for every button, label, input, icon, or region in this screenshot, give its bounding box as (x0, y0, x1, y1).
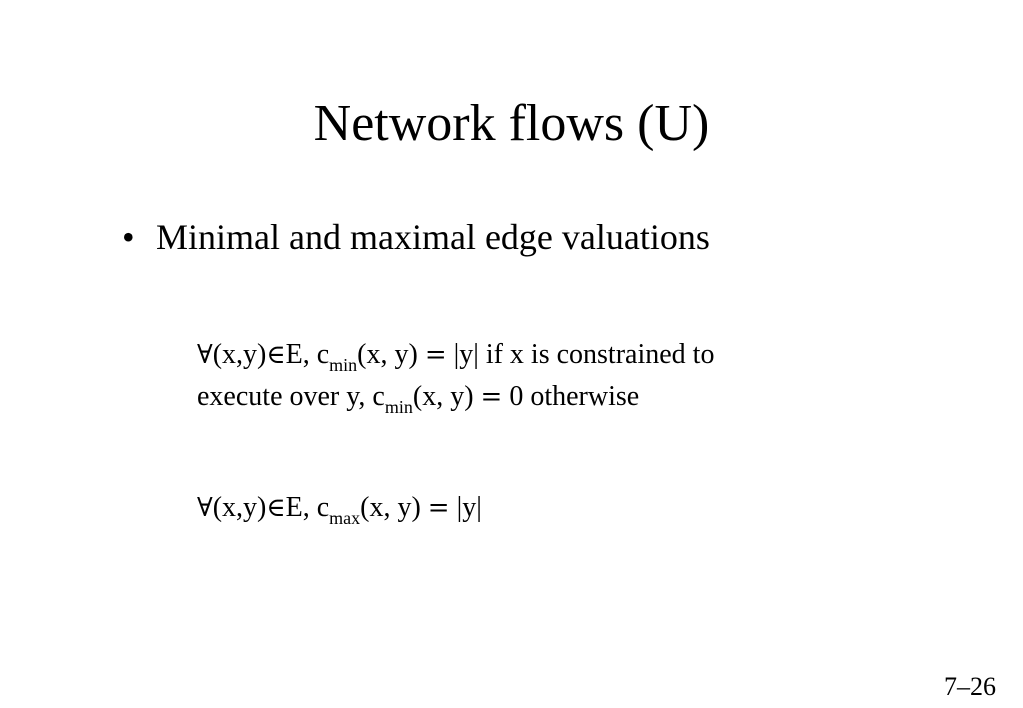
formula-min-line-2: execute over y, cmin(x, y) = 0 otherwise (197, 376, 714, 418)
formula-min-valuation: ∀(x,y)∈E, cmin(x, y) = |y| if x is const… (197, 334, 714, 418)
formula-line2-rest: 0 otherwise (502, 381, 640, 412)
formula-set: E, c (285, 339, 330, 370)
equals-symbol: = (427, 493, 450, 523)
formula-line2-prefix: execute over y, c (197, 381, 385, 412)
slide-title: Network flows (U) (313, 95, 710, 152)
formula-args: (x, y) (357, 339, 425, 370)
bullet-marker: • (122, 217, 135, 257)
formula-rest: |y| if x is constrained to (446, 339, 715, 370)
forall-symbol: ∀ (197, 340, 213, 370)
equals-symbol: = (480, 382, 503, 412)
formula-args: (x, y) (360, 492, 428, 523)
bullet-text: Minimal and maximal edge valuations (156, 217, 710, 257)
slide-number: 7–26 (944, 672, 996, 701)
subscript-min: min (384, 397, 413, 417)
forall-symbol: ∀ (197, 493, 213, 523)
element-of-symbol: ∈ (266, 493, 286, 523)
formula-line2-args: (x, y) (412, 381, 481, 412)
equals-symbol: = (424, 340, 447, 370)
formula-rest: |y| (449, 492, 482, 523)
element-of-symbol: ∈ (266, 340, 286, 370)
formula-min-line-1: ∀(x,y)∈E, cmin(x, y) = |y| if x is const… (197, 334, 714, 376)
bullet-item: • Minimal and maximal edge valuations (122, 214, 710, 260)
subscript-min: min (329, 355, 358, 375)
formula-set: E, c (285, 492, 330, 523)
formula-pair: (x,y) (212, 492, 267, 523)
subscript-max: max (329, 508, 361, 528)
formula-pair: (x,y) (212, 339, 267, 370)
formula-max-valuation: ∀(x,y)∈E, cmax(x, y) = |y| (197, 487, 482, 529)
